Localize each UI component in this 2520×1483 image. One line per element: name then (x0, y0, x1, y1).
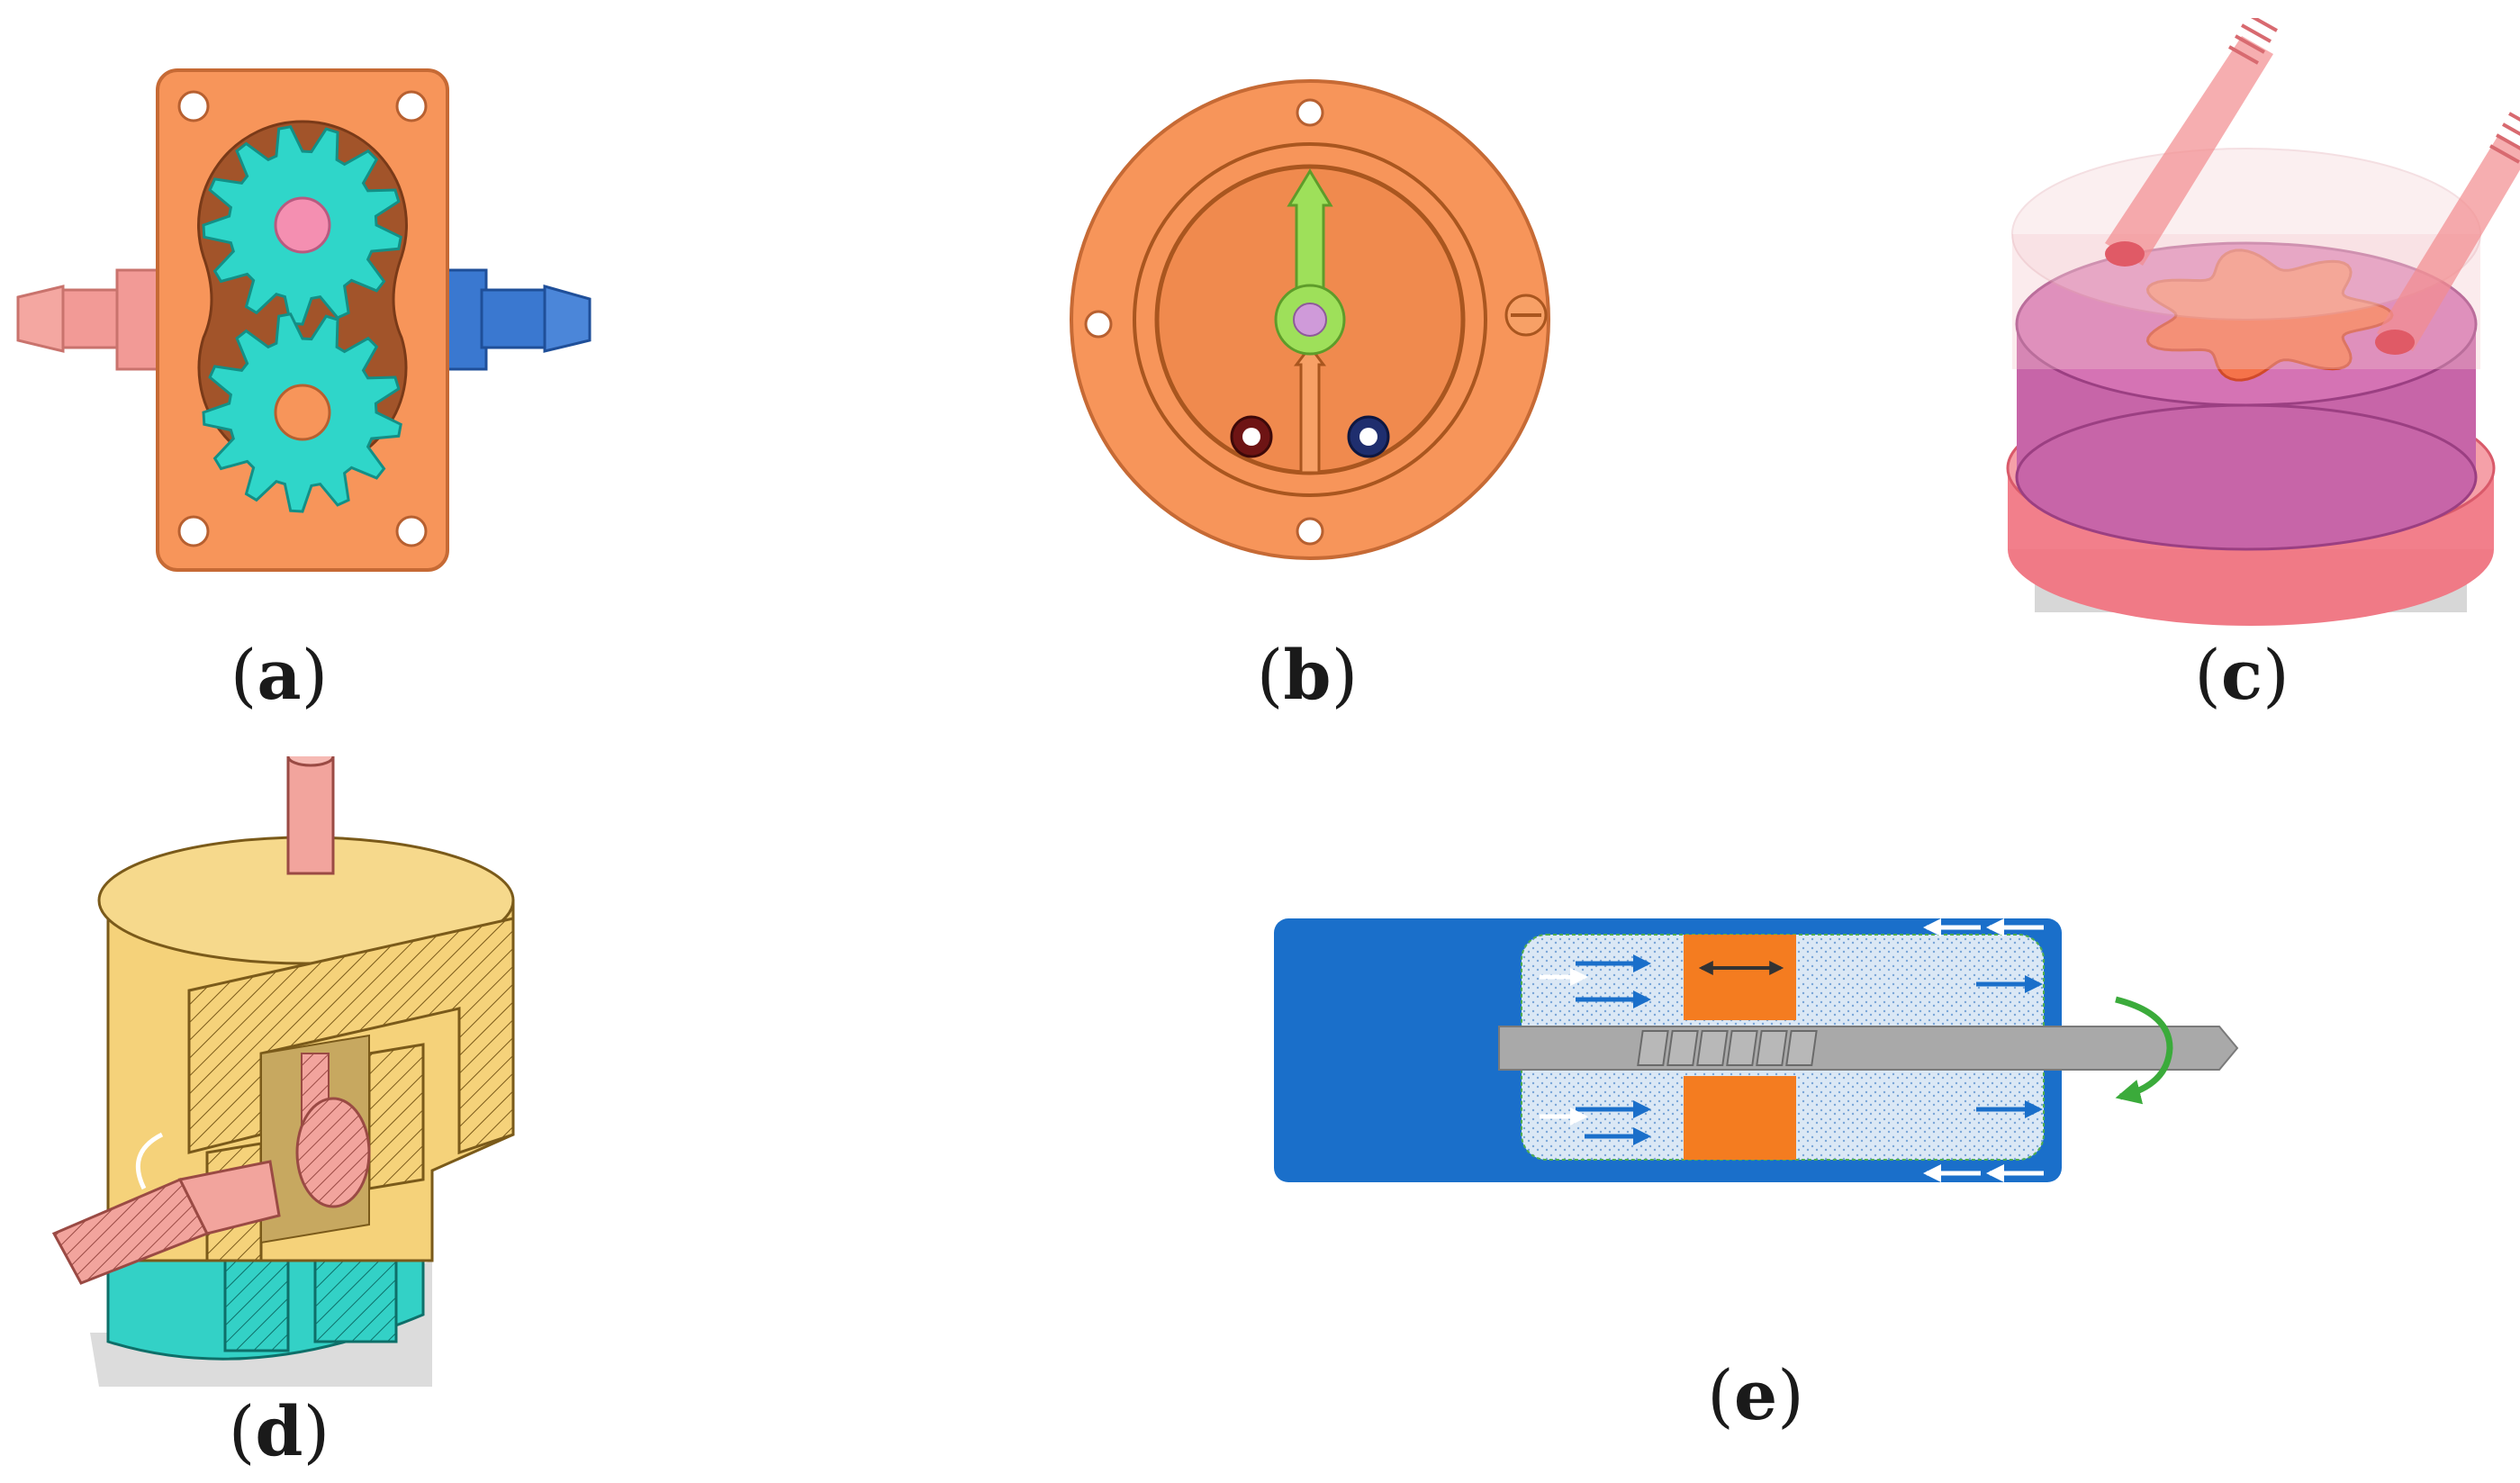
thread-ridge (2502, 122, 2520, 136)
tube-thread-left (2228, 18, 2278, 65)
lower-gear-shaft (274, 384, 331, 441)
caption-a: (a) (230, 635, 329, 715)
valve-inner-ring (1133, 142, 1487, 497)
tube-thread-right (2489, 112, 2520, 164)
panel-a-gear-pump: (a) (0, 54, 630, 715)
piston-lower (1684, 1076, 1796, 1160)
internal-rotor (295, 1053, 371, 1208)
gear-pump-drawing (16, 68, 592, 572)
screw-thread (1637, 1030, 1818, 1066)
rotation-arrow (2115, 996, 2173, 1105)
drive-shaft (286, 756, 335, 875)
inlet-port (1230, 415, 1273, 458)
thread-segment (1637, 1030, 1669, 1066)
outlet-port (1347, 415, 1390, 458)
rotary-valve-drawing (1070, 79, 1550, 560)
tube-right (2375, 135, 2520, 355)
mounting-hole-icon (1084, 98, 1324, 546)
thread-ridge (2489, 144, 2520, 164)
lobe-chamber-drawing (2006, 18, 2520, 626)
thread-ridge (2496, 133, 2520, 150)
caption-d: (d) (228, 1391, 330, 1471)
piston-upper (1684, 935, 1796, 1020)
caption-e: (e) (1707, 1355, 1804, 1435)
thread-segment (1756, 1030, 1788, 1066)
thread-ridge (2228, 45, 2259, 65)
panel-b-rotary-valve: (b) (1026, 72, 1585, 715)
inlet-fitting (16, 268, 164, 371)
caption-c: (c) (2194, 635, 2290, 715)
outlet-fitting (439, 268, 592, 371)
thread-ridge (2251, 18, 2278, 32)
slot-screw-icon (1504, 294, 1548, 337)
thread-segment (1726, 1030, 1758, 1066)
lobe-cavity (2145, 249, 2394, 382)
upper-gear-shaft (274, 196, 331, 254)
panel-c-lobe-chamber: (c) (1999, 18, 2520, 715)
lead-screw (1498, 1026, 2239, 1071)
caption-b: (b) (1256, 635, 1359, 715)
thread-ridge (2241, 23, 2272, 43)
valve-divider (1294, 344, 1326, 475)
valve-lever (1274, 168, 1346, 356)
thread-ridge (2508, 112, 2520, 122)
inlet-nozzle (51, 1132, 281, 1285)
thread-segment (1785, 1030, 1818, 1066)
thread-segment (1696, 1030, 1729, 1066)
panel-d-cutaway-pump: (d) (45, 756, 630, 1477)
thread-ridge (2235, 34, 2265, 54)
mounting-hole-icon (177, 90, 428, 547)
cutaway-pump-drawing (51, 756, 515, 1387)
panel-e-screw-piston: (e) (1260, 900, 2287, 1477)
screw-piston-drawing (1274, 918, 2239, 1182)
tube-left (2105, 36, 2273, 267)
thread-segment (1666, 1030, 1699, 1066)
flow-arrows (1540, 918, 2044, 1182)
